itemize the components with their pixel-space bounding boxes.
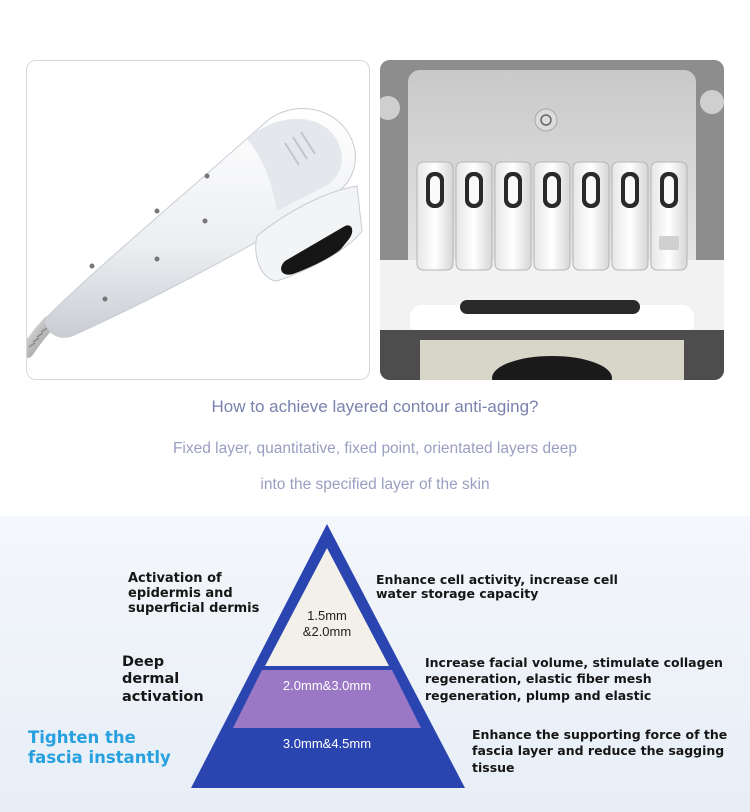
layer-middle-depth-label: 2.0mm&3.0mm: [282, 678, 372, 693]
pyramid-layer-middle: [233, 670, 421, 728]
cartridges-illustration: [380, 60, 724, 380]
right-label-middle: Increase facial volume, stimulate collag…: [425, 655, 723, 703]
layer-top-depth-label: 1.5mm &2.0mm: [302, 608, 352, 639]
handpiece-illustration: [27, 108, 363, 358]
left-label-bottom: Tighten the fascia instantly: [28, 728, 171, 767]
pyramid-layer-bottom: [199, 732, 455, 782]
layer-bottom-depth-label: 3.0mm&4.5mm: [282, 736, 372, 751]
left-label-middle: Deep dermal activation: [122, 654, 204, 705]
subtitle-line-1: Fixed layer, quantitative, fixed point, …: [172, 440, 578, 457]
skin-layer-pyramid: [191, 524, 465, 788]
subtitle-line-2: into the specified layer of the skin: [260, 476, 490, 493]
cartridges-photo: [380, 60, 724, 380]
left-label-top: Activation of epidermis and superficial …: [128, 571, 260, 616]
section-heading: How to achieve layered contour anti-agin…: [211, 397, 539, 416]
right-label-top: Enhance cell activity, increase cell wat…: [376, 572, 618, 602]
right-label-bottom: Enhance the supporting force of the fasc…: [472, 727, 728, 775]
handpiece-photo: [26, 60, 370, 380]
cartridge-row: [416, 161, 688, 271]
pyramid-layer-top: [265, 548, 389, 666]
